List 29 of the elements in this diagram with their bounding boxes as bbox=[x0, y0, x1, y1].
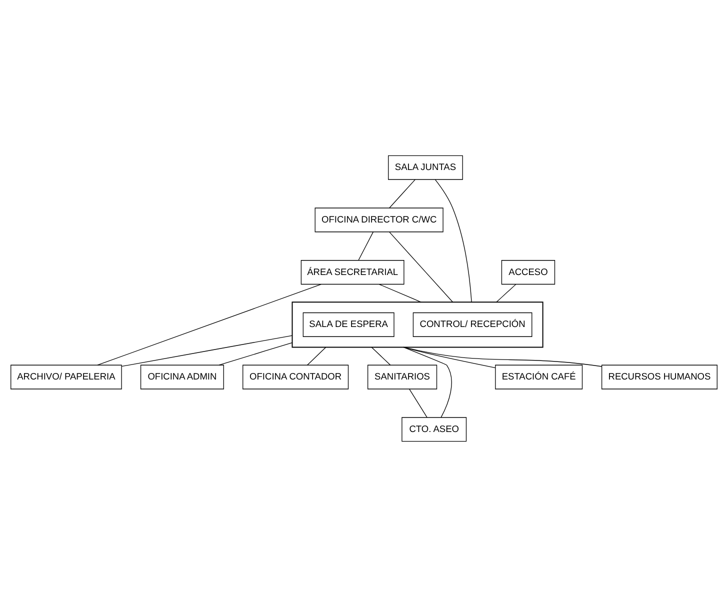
connector bbox=[371, 346, 391, 366]
connector bbox=[403, 346, 452, 418]
node-box: ARCHIVO/ PAPELERIA bbox=[10, 364, 122, 390]
node-box: CTO. ASEO bbox=[402, 417, 467, 442]
connector bbox=[378, 284, 422, 302]
node-box: OFICINA CONTADOR bbox=[242, 364, 349, 390]
node-box: SANITARIOS bbox=[367, 364, 438, 390]
cluster bbox=[292, 302, 544, 348]
connector bbox=[97, 284, 322, 366]
node-box: SALA JUNTAS bbox=[388, 155, 463, 180]
node-box: ÁREA SECRETARIAL bbox=[300, 260, 404, 285]
connector bbox=[496, 284, 516, 302]
connector bbox=[389, 232, 454, 302]
node-box: SALA DE ESPERA bbox=[302, 312, 394, 337]
node-box: OFICINA ADMIN bbox=[140, 364, 224, 390]
node-box: OFICINA DIRECTOR C/WC bbox=[314, 208, 444, 232]
connector bbox=[306, 346, 326, 366]
connector bbox=[121, 335, 293, 367]
node-box: ACCESO bbox=[501, 260, 556, 285]
node-box: RECURSOS HUMANOS bbox=[601, 364, 718, 390]
node-box: ESTACIÓN CAFÉ bbox=[495, 364, 583, 390]
connector bbox=[409, 388, 428, 418]
connector bbox=[434, 179, 472, 302]
connector bbox=[403, 346, 602, 367]
connector bbox=[358, 232, 374, 261]
connector bbox=[389, 179, 416, 208]
connector bbox=[218, 342, 293, 366]
connector bbox=[403, 346, 496, 368]
node-box: CONTROL/ RECEPCIÓN bbox=[412, 312, 532, 337]
